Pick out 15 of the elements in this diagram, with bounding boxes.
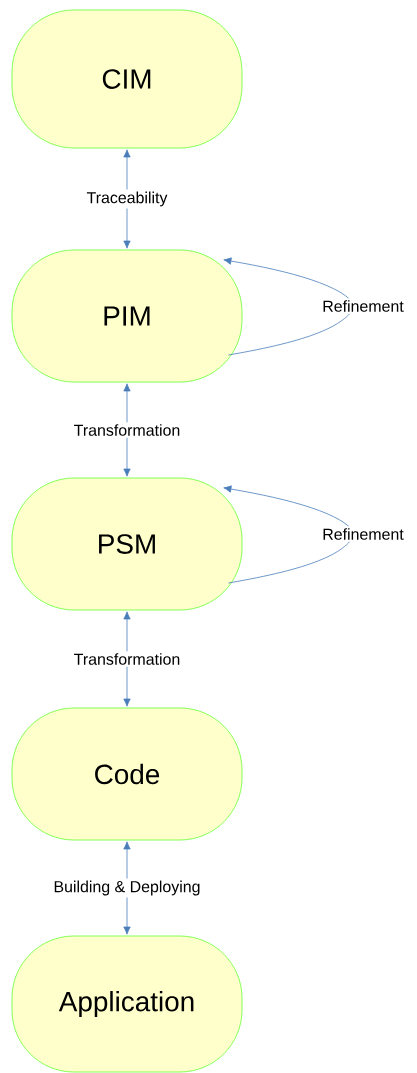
edge-label: Refinement <box>320 298 406 314</box>
model-box: PIM <box>11 249 243 383</box>
edge-label: Refinement <box>320 526 406 542</box>
arrow <box>123 611 131 707</box>
model-box: Application <box>11 935 243 1073</box>
model-box: Code <box>11 707 243 841</box>
arrow <box>123 149 131 249</box>
edge-label: Transformation <box>71 422 183 438</box>
edge-label: Transformation <box>71 651 183 667</box>
edge-label: Building & Deploying <box>51 878 203 898</box>
arrow <box>123 383 131 477</box>
model-box: CIM <box>11 9 243 149</box>
arrow <box>123 841 131 935</box>
edge-label: Traceability <box>84 189 170 209</box>
model-box: PSM <box>11 477 243 611</box>
